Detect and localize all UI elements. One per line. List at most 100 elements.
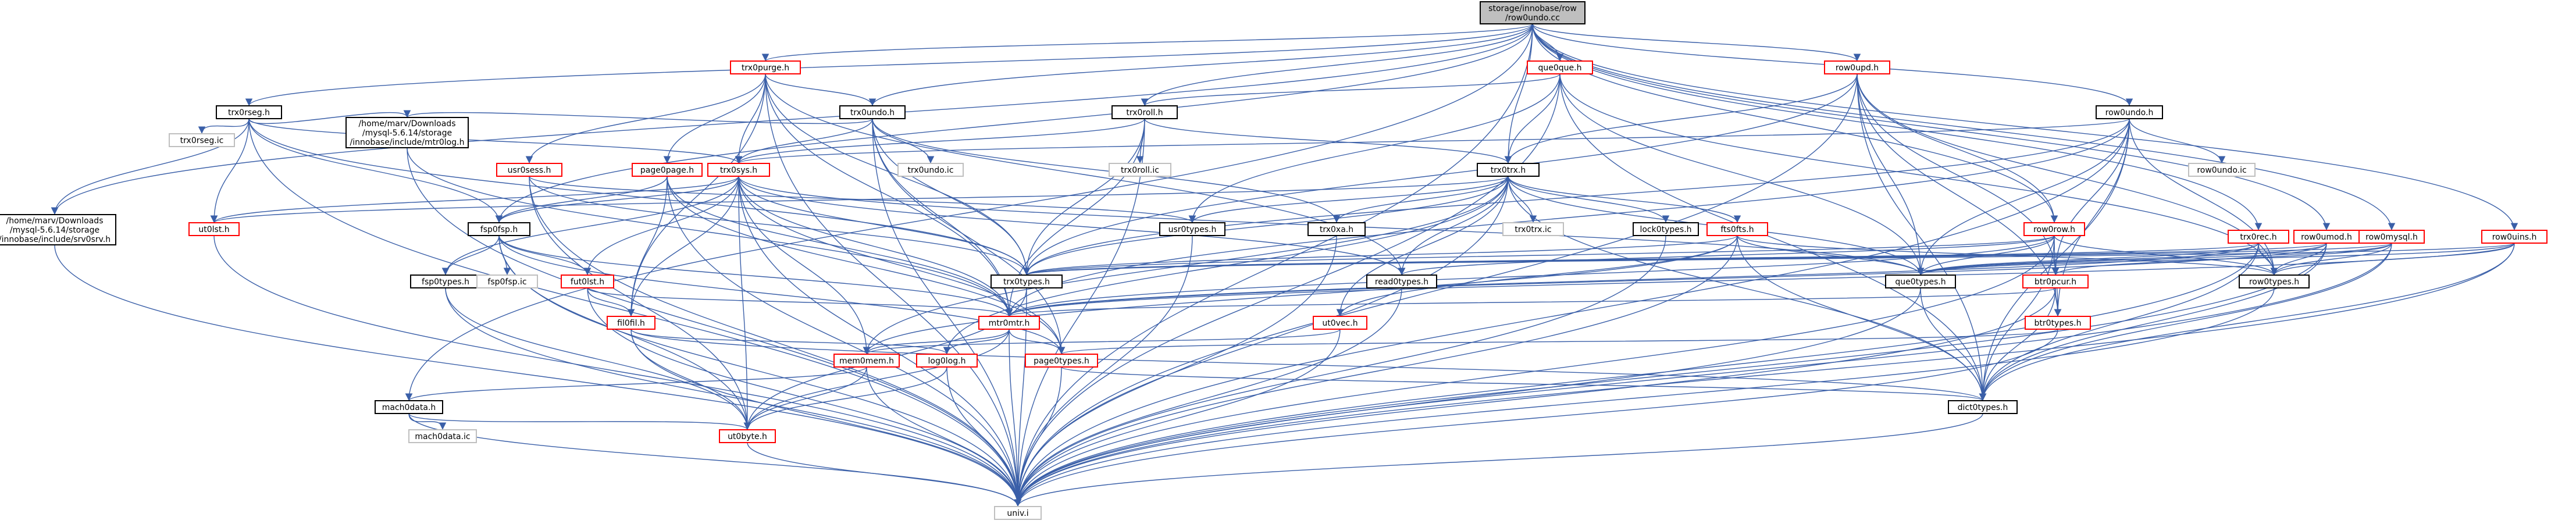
edge-que0que_h-to-trx0trx_h — [1504, 73, 1560, 164]
node-mem0mem-h[interactable]: mem0mem.h — [833, 354, 900, 368]
node-trx0undo-ic[interactable]: trx0undo.ic — [897, 163, 964, 177]
node-univ-i[interactable]: univ.i — [994, 506, 1042, 520]
node-row0mysql-h[interactable]: row0mysql.h — [2358, 230, 2425, 244]
edge-fil0fil_h-to-log0log_h — [630, 329, 951, 355]
edge-row0uins_h-to-trx0types_h — [1023, 243, 2515, 276]
node-mtr0mtr-h[interactable]: mtr0mtr.h — [978, 316, 1040, 330]
node-label: trx0purge.h — [742, 63, 789, 73]
node-trx0roll-h[interactable]: trx0roll.h — [1111, 105, 1178, 119]
node-row0umod-h[interactable]: row0umod.h — [2293, 230, 2360, 244]
edge-root-to-row0upd_h — [1532, 23, 1861, 62]
edge-root-to-row0row_h — [1532, 23, 2058, 223]
edge-trx0purge_h-to-fil0fil_h — [627, 73, 766, 317]
edge-storage_include-to-univ_i — [54, 244, 1022, 507]
node-btr0types-h[interactable]: btr0types.h — [2025, 316, 2091, 330]
node-ut0byte-h[interactable]: ut0byte.h — [719, 429, 776, 443]
node-mysql-include[interactable]: /home/marv/Downloads/mysql-5.6.14/storag… — [345, 117, 469, 148]
node-trx0trx-h[interactable]: trx0trx.h — [1477, 163, 1540, 177]
edge-trx0trx_h-to-ut0lst_h — [211, 176, 1509, 223]
node-row0row-h[interactable]: row0row.h — [2023, 222, 2085, 236]
node-row0types-h[interactable]: row0types.h — [2239, 275, 2310, 288]
node-box — [2358, 230, 2425, 244]
node-label: read0types.h — [1375, 277, 1428, 287]
node-trx0purge-h[interactable]: trx0purge.h — [730, 60, 801, 74]
node-label: row0mysql.h — [2365, 233, 2418, 242]
node-label: ut0byte.h — [728, 432, 767, 441]
node-box — [561, 275, 614, 288]
node-btr0pcur-h[interactable]: btr0pcur.h — [2022, 275, 2089, 288]
edge-row0undo_h-to-trx0sys_h — [735, 118, 2130, 164]
node-trx0types-h[interactable]: trx0types.h — [991, 275, 1063, 288]
node-log0log-h[interactable]: log0log.h — [916, 354, 978, 368]
node-usr0types-h[interactable]: usr0types.h — [1159, 222, 1225, 236]
node-label: log0log.h — [928, 357, 966, 366]
node-dict0types-h[interactable]: dict0types.h — [1948, 400, 2018, 414]
node-trx0rec-h[interactable]: trx0rec.h — [2228, 230, 2289, 244]
node-label: row0undo.h — [2105, 108, 2154, 117]
node-fsp0fsp-ic[interactable]: fsp0fsp.ic — [476, 275, 538, 288]
node-ut0vec-h[interactable]: ut0vec.h — [1313, 316, 1367, 330]
node-label: /home/marv/Downloads — [6, 216, 104, 226]
edge-trx0trx_h-to-trx0types_h — [1022, 176, 1509, 276]
edge-trx0undo_h-to-trx0types_h — [872, 118, 1031, 276]
edge-trx0undo_h-to-univ_i — [872, 118, 1022, 507]
node-trx0undo-h[interactable]: trx0undo.h — [839, 105, 906, 119]
edge-root-to-trx0roll_h — [1141, 23, 1533, 106]
node-trx0sys-h[interactable]: trx0sys.h — [707, 163, 770, 177]
node-box — [1527, 60, 1593, 74]
node-label: trx0roll.ic — [1121, 166, 1159, 175]
node-label: ut0vec.h — [1322, 319, 1358, 328]
node-usr0sess-h[interactable]: usr0sess.h — [496, 163, 562, 177]
edge-ut0vec_h-to-mem0mem_h — [863, 329, 1341, 355]
edge-row0upd_h-to-row0row_h — [1857, 73, 2058, 223]
edge-fts0fts_h-to-trx0types_h — [1023, 235, 1738, 276]
edge-row0undo_h-to-row0undo_ic — [2129, 118, 2226, 164]
node-row0undo-ic[interactable]: row0undo.ic — [2188, 163, 2256, 177]
edge-trx0sys_h-to-ut0lst_h — [210, 176, 739, 223]
node-label: univ.i — [1007, 509, 1028, 518]
node-fsp0types-h[interactable]: fsp0types.h — [410, 275, 481, 288]
node-root[interactable]: storage/innobase/row/row0undo.cc — [1480, 1, 1585, 24]
node-ut0lst-h[interactable]: ut0lst.h — [188, 222, 240, 236]
node-fts0fts-h[interactable]: fts0fts.h — [1706, 222, 1768, 236]
node-read0types-h[interactable]: read0types.h — [1366, 275, 1437, 288]
node-page0page-h[interactable]: page0page.h — [632, 163, 703, 177]
edge-trx0rseg_h-to-fsp0fsp_h — [248, 118, 503, 223]
node-storage-include[interactable]: /home/marv/Downloads/mysql-5.6.14/storag… — [0, 214, 116, 245]
node-box — [607, 316, 655, 330]
edge-mach0data_h-to-mach0data_ic — [408, 413, 447, 430]
node-trx0rseg-ic[interactable]: trx0rseg.ic — [169, 133, 235, 147]
node-fut0lst-h[interactable]: fut0lst.h — [561, 275, 614, 288]
edge-fsp0fsp_h-to-fut0lst_h — [498, 235, 592, 276]
node-row0undo-h[interactable]: row0undo.h — [2096, 105, 2163, 119]
node-box — [408, 429, 477, 443]
edge-row0row_h-to-que0types_h — [1916, 235, 2055, 276]
edge-fts0fts_h-to-row0types_h — [1737, 235, 2278, 276]
node-row0uins-h[interactable]: row0uins.h — [2481, 230, 2548, 244]
node-trx0trx-ic[interactable]: trx0trx.ic — [1502, 222, 1564, 236]
node-row0upd-h[interactable]: row0upd.h — [1824, 60, 1890, 74]
edge-root-to-trx0rseg_h — [245, 23, 1533, 106]
edge-row0upd_h-to-dict0types_h — [1857, 73, 1987, 401]
node-lock0types-h[interactable]: lock0types.h — [1633, 222, 1699, 236]
node-trx0roll-ic[interactable]: trx0roll.ic — [1109, 163, 1171, 177]
node-label: row0uins.h — [2492, 233, 2537, 242]
node-label: que0types.h — [1895, 277, 1946, 287]
node-que0types-h[interactable]: que0types.h — [1885, 275, 1956, 288]
node-que0que-h[interactable]: que0que.h — [1527, 60, 1593, 74]
edge-root-to-trx0purge_h — [762, 23, 1533, 62]
node-box — [169, 133, 235, 147]
node-fsp0fsp-h[interactable]: fsp0fsp.h — [468, 222, 530, 236]
node-mach0data-ic[interactable]: mach0data.ic — [408, 429, 477, 443]
edge-ut0byte_h-to-univ_i — [747, 442, 1022, 507]
node-page0types-h[interactable]: page0types.h — [1025, 354, 1098, 368]
edge-usr0sess_h-to-trx0types_h — [529, 176, 1031, 276]
node-mach0data-h[interactable]: mach0data.h — [375, 400, 443, 414]
node-box — [707, 163, 770, 177]
node-trx0rseg-h[interactable]: trx0rseg.h — [216, 105, 282, 119]
edge-row0uins_h-to-dict0types_h — [1979, 243, 2515, 401]
node-label: mtr0mtr.h — [989, 319, 1030, 328]
node-trx0xa-h[interactable]: trx0xa.h — [1307, 222, 1366, 236]
node-fil0fil-h[interactable]: fil0fil.h — [607, 316, 655, 330]
node-box — [2096, 105, 2163, 119]
